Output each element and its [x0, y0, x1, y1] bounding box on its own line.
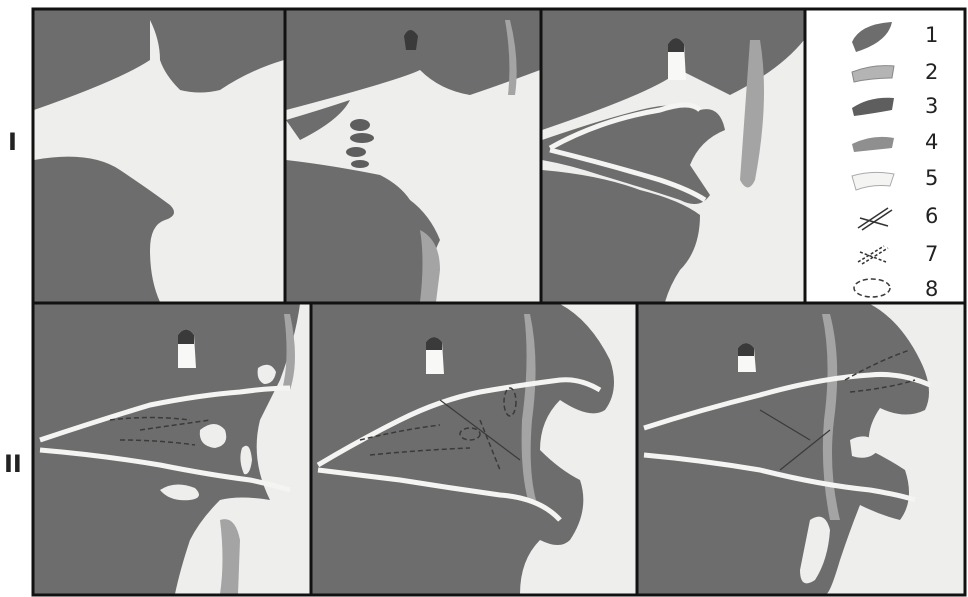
panel-row2-stage2 [312, 304, 636, 594]
legend-number-8: 8 [925, 277, 938, 301]
legend-number-6: 6 [925, 204, 938, 228]
legend-number-2: 2 [925, 60, 938, 84]
legend-number-4: 4 [925, 130, 938, 154]
row-label-I: I [8, 128, 17, 156]
legend-number-5: 5 [925, 166, 938, 190]
row-label-II: II [4, 450, 22, 478]
legend: 1 2 3 4 5 6 7 8 [806, 10, 964, 302]
legend-number-1: 1 [925, 23, 938, 47]
legend-number-3: 3 [925, 94, 938, 118]
panel-row2-stage1 [34, 304, 310, 594]
panel-row2-stage3 [638, 304, 966, 594]
legend-number-7: 7 [925, 242, 938, 266]
panel-row1-stage3 [542, 10, 804, 302]
panel-row1-stage1 [34, 10, 284, 302]
panel-row1-stage2 [286, 10, 540, 302]
